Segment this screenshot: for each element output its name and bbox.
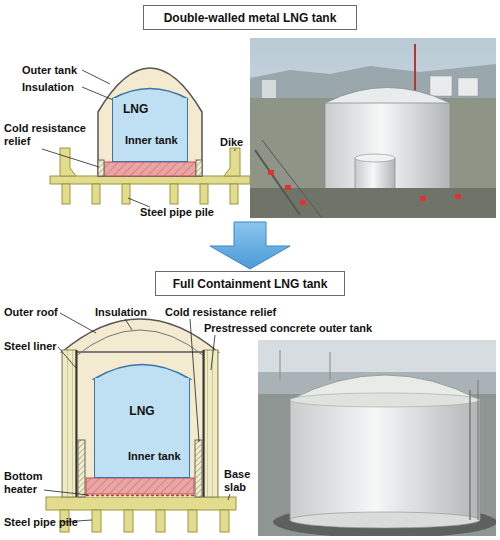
transition-arrow: [210, 222, 290, 269]
photo-sky: [258, 340, 496, 536]
lng-inner-tank: LNG: [112, 98, 188, 162]
part-label: Outer tank: [22, 64, 102, 77]
photo-tank-dome: [325, 88, 450, 104]
leader-line: [125, 319, 132, 330]
header-box: Double-walled metal LNG tank: [143, 5, 357, 30]
part-label: Steel pipe pile: [4, 516, 114, 529]
lower-photo: [258, 340, 496, 536]
steel-pipe-pile: [122, 184, 130, 204]
photo-marker: [300, 200, 306, 205]
part-label: Dike: [220, 136, 260, 149]
steel-pipe-pile: [230, 184, 238, 204]
leader-line: [228, 494, 230, 500]
part-label: Cold resistance relief: [165, 306, 305, 319]
steel-pipe-pile: [156, 510, 165, 532]
steel-pipe-pile: [188, 510, 197, 532]
photo-marker: [268, 170, 274, 175]
photo-ground: [250, 98, 496, 218]
photo-marker: [455, 194, 461, 199]
inner-tank-roof: [94, 365, 190, 380]
concrete-outer-wall: [62, 350, 76, 497]
bottom-heater: [86, 495, 194, 497]
photo-ground: [258, 394, 496, 536]
photo-sky: [250, 38, 496, 218]
concrete-outer-wall: [204, 350, 218, 497]
part-label: Steel liner: [4, 340, 64, 353]
cold-resistance-relief: [195, 440, 202, 497]
part-label: Steel pipe pile: [140, 206, 250, 219]
bottom-insulation: [104, 162, 196, 176]
node-text: Double-walled metal LNG tank: [164, 11, 337, 25]
lng-inner-tank: LNG: [94, 378, 190, 478]
cold-resistance-relief: [78, 440, 85, 497]
photo-concrete-tank: [290, 398, 480, 520]
steel-pipe-pile: [92, 184, 100, 204]
leader-line: [82, 70, 110, 84]
part-label: Inner tank: [128, 450, 188, 463]
leader-line: [42, 149, 99, 167]
part-label: Cold resistance relief: [4, 122, 96, 148]
photo-crane: [330, 352, 331, 380]
photo-foreground: [250, 188, 496, 218]
part-label: Base slab: [224, 468, 254, 494]
cold-resistance-relief: [98, 160, 104, 176]
photo-marker: [420, 196, 426, 201]
roof-underside: [76, 330, 204, 356]
dike-wall: [224, 148, 240, 176]
photo-crane: [280, 350, 281, 380]
steel-pipe-pile: [124, 510, 133, 532]
header-box: Full Containment LNG tank: [155, 271, 345, 296]
steel-pipe-pile: [62, 184, 70, 204]
part-label: Insulation: [95, 306, 165, 319]
leader-line: [235, 149, 236, 151]
part-label: Inner tank: [125, 134, 185, 147]
outer-tank: [98, 68, 202, 176]
photo-marker: [285, 185, 291, 190]
part-label: Prestressed concrete outer tank: [204, 322, 404, 335]
node-text: LNG: [95, 404, 189, 418]
node-text: Full Containment LNG tank: [173, 277, 328, 291]
leader-lines: [44, 313, 230, 522]
photo-stair: [478, 380, 479, 520]
photo-small-tank-top: [355, 154, 395, 162]
steel-pipe-pile: [200, 184, 208, 204]
photo-fence: [262, 140, 322, 218]
lower-schematic: [46, 319, 236, 532]
photo-far-tank: [430, 76, 452, 96]
dike-wall: [60, 148, 76, 176]
steel-liner: [203, 350, 205, 497]
steel-pipe-pile: [220, 510, 229, 532]
part-label: Outer roof: [4, 306, 74, 319]
leader-line: [58, 347, 76, 368]
photo-dome-rim: [290, 393, 480, 407]
outer-roof: [62, 319, 218, 352]
upper-photo: [250, 38, 496, 218]
base-slab: [50, 176, 250, 184]
leader-line: [44, 490, 88, 495]
steel-pipe-pile: [170, 184, 178, 204]
part-label: Bottom heater: [4, 470, 49, 496]
photo-stair: [469, 390, 471, 520]
photo-stack: [414, 44, 416, 98]
photo-far-tank: [262, 80, 276, 98]
cold-resistance-relief: [196, 160, 202, 176]
annular-insulation: [76, 352, 204, 497]
steel-pipe-pile: [92, 510, 101, 532]
steel-liner: [76, 350, 78, 497]
leader-line: [190, 319, 199, 442]
leader-line: [60, 313, 96, 333]
leader-line: [128, 198, 150, 207]
leader-line: [211, 335, 215, 370]
node-text: LNG: [123, 102, 187, 116]
photo-tank-bottom: [290, 512, 480, 528]
part-label: Insulation: [22, 81, 102, 94]
base-slab: [46, 497, 236, 510]
photo-far-tank: [458, 78, 478, 96]
bottom-insulation: [86, 478, 194, 494]
